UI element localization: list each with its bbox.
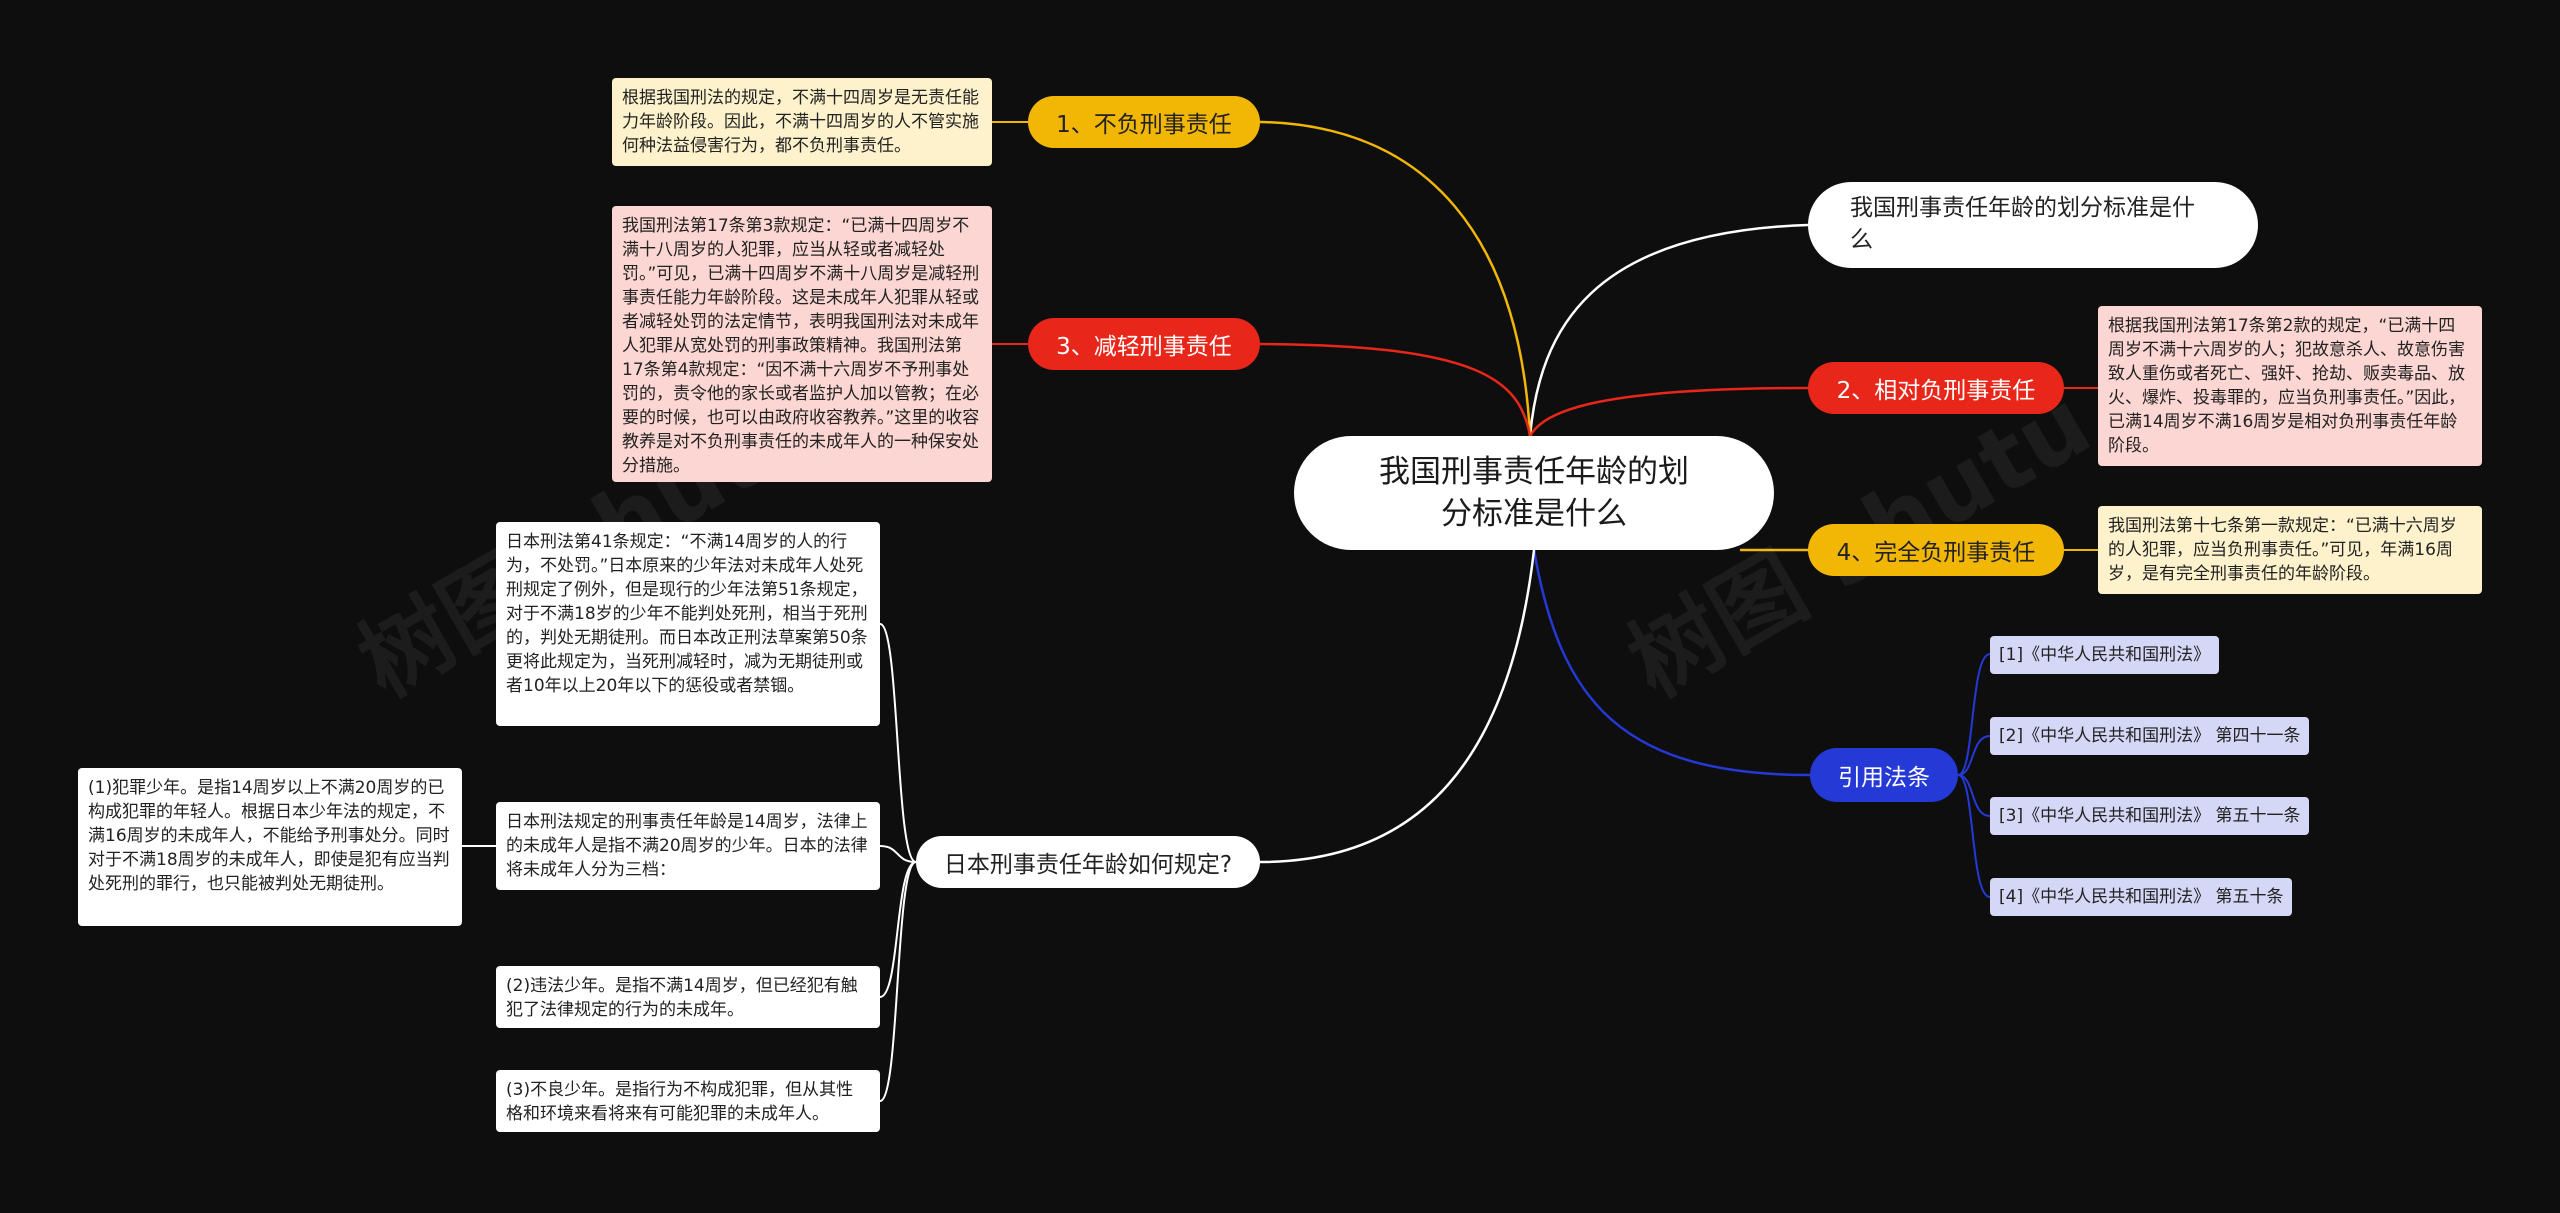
branch-reduced[interactable]: 3、减轻刑事责任 xyxy=(1028,318,1260,370)
line-japan-1 xyxy=(879,623,917,863)
line-center-japan xyxy=(1259,549,1536,864)
line-ref-3 xyxy=(1957,774,1991,817)
ref-item-2[interactable]: [2]《中华人民共和国刑法》 第四十一条 xyxy=(1990,717,2310,755)
line-japan-4 xyxy=(879,861,917,1102)
note-japan-2[interactable]: 日本刑法规定的刑事责任年龄是14周岁，法律上的未成年人是指不满20周岁的少年。日… xyxy=(496,802,880,890)
note-none[interactable]: 根据我国刑法的规定，不满十四周岁是无责任能力年龄阶段。因此，不满十四周岁的人不管… xyxy=(612,78,992,166)
branch-relative[interactable]: 2、相对负刑事责任 xyxy=(1808,362,2064,414)
center-topic[interactable]: 我国刑事责任年龄的划分标准是什么 xyxy=(1294,436,1774,550)
line-center-reduced xyxy=(1259,342,1532,437)
branch-none[interactable]: 1、不负刑事责任 xyxy=(1028,96,1260,148)
line-japan-3 xyxy=(879,861,917,998)
line-ref-1 xyxy=(1957,653,1991,776)
note-japan-subnote[interactable]: (1)犯罪少年。是指14周岁以上不满20周岁的已构成犯罪的年轻人。根据日本少年法… xyxy=(78,768,462,926)
note-japan-1[interactable]: 日本刑法第41条规定：“不满14周岁的人的行为，不处罚。”日本原来的少年法对未成… xyxy=(496,522,880,726)
line-ref-2 xyxy=(1957,735,1991,776)
note-japan-3[interactable]: (2)违法少年。是指不满14周岁，但已经犯有触犯了法律规定的行为的未成年。 xyxy=(496,966,880,1028)
line-center-question xyxy=(1528,223,1809,437)
line-ref-4 xyxy=(1957,774,1991,898)
note-relative[interactable]: 根据我国刑法第17条第2款的规定，“已满十四周岁不满十六周岁的人；犯故意杀人、故… xyxy=(2098,306,2482,466)
branch-question[interactable]: 我国刑事责任年龄的划分标准是什么 xyxy=(1808,182,2258,268)
note-full[interactable]: 我国刑法第十七条第一款规定：“已满十六周岁的人犯罪，应当负刑事责任。”可见，年满… xyxy=(2098,506,2482,594)
ref-item-4[interactable]: [4]《中华人民共和国刑法》 第五十条 xyxy=(1990,878,2293,916)
line-center-relative xyxy=(1528,386,1811,437)
branch-full[interactable]: 4、完全负刑事责任 xyxy=(1808,524,2064,576)
branch-refs[interactable]: 引用法条 xyxy=(1810,748,1958,802)
note-reduced[interactable]: 我国刑法第17条第3款规定：“已满十四周岁不满十八周岁的人犯罪，应当从轻或者减轻… xyxy=(612,206,992,482)
ref-item-1[interactable]: [1]《中华人民共和国刑法》 xyxy=(1990,636,2220,674)
branch-japan[interactable]: 日本刑事责任年龄如何规定? xyxy=(916,836,1260,888)
line-center-refs xyxy=(1532,549,1811,777)
note-japan-4[interactable]: (3)不良少年。是指行为不构成犯罪，但从其性格和环境来看将来有可能犯罪的未成年人… xyxy=(496,1070,880,1132)
ref-item-3[interactable]: [3]《中华人民共和国刑法》 第五十一条 xyxy=(1990,797,2310,835)
line-japan-2 xyxy=(879,845,917,863)
line-center-none xyxy=(1259,120,1532,437)
